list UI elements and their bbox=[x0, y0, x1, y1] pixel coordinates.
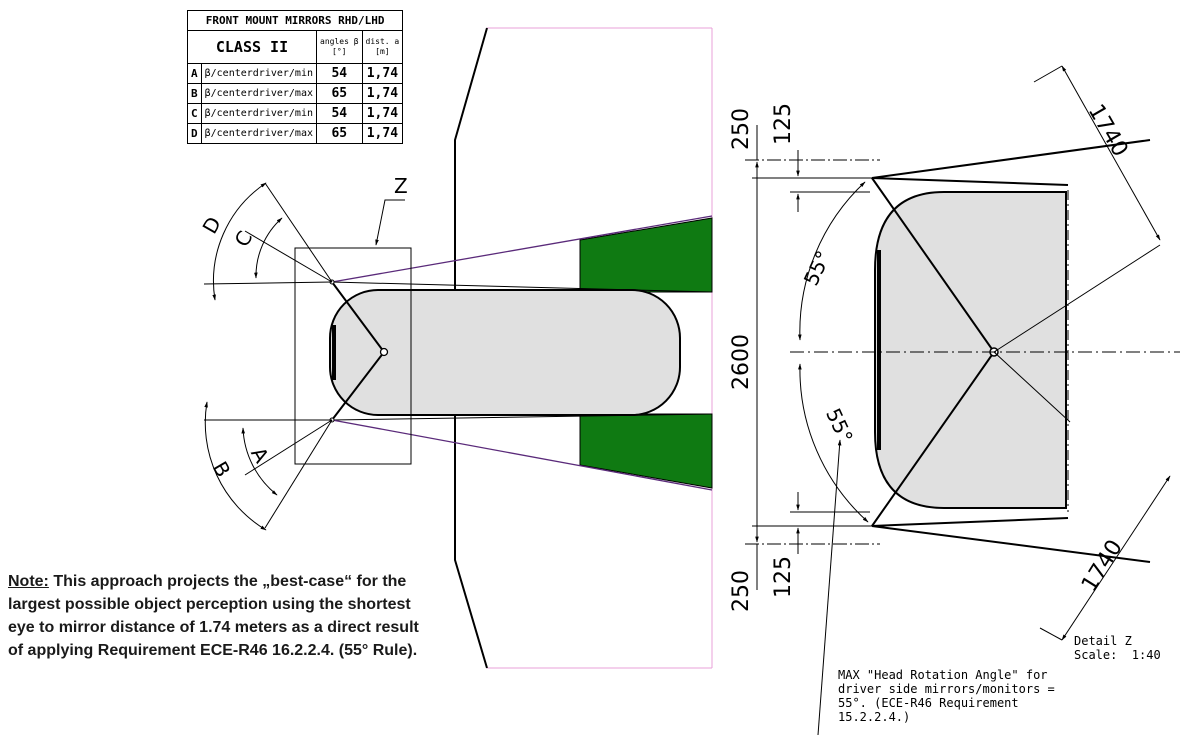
class-label: CLASS II bbox=[187, 30, 317, 64]
dim-top-125: 125 bbox=[771, 103, 796, 145]
dim-2600: 2600 bbox=[729, 334, 754, 390]
note-heading: Note: bbox=[8, 573, 49, 590]
detail-z-frame bbox=[294, 247, 412, 465]
mirror-head-bottom bbox=[579, 413, 713, 489]
dim-1740-top: 1740 bbox=[1083, 100, 1133, 161]
dim-1740-bottom: 1740 bbox=[1077, 536, 1128, 597]
dim-top-250: 250 bbox=[729, 108, 754, 150]
table-title: FRONT MOUNT MIRRORS RHD/LHD bbox=[186, 10, 404, 31]
driver-body-detail bbox=[874, 191, 1067, 509]
mirror-head-top bbox=[579, 217, 713, 293]
dim-bottom-250: 250 bbox=[729, 570, 754, 612]
label-d: D bbox=[198, 213, 226, 238]
detail-scale: Detail Z Scale: 1:40 bbox=[1074, 634, 1161, 662]
col-angle-header: angles β[°] bbox=[316, 30, 363, 64]
note-text: This approach projects the „best-case“ f… bbox=[8, 573, 419, 659]
mirror-class-table: FRONT MOUNT MIRRORS RHD/LHD CLASS II ang… bbox=[186, 10, 404, 144]
label-a: A bbox=[246, 443, 274, 467]
col-dist-header: dist. a[m] bbox=[361, 30, 404, 64]
label-b: B bbox=[208, 457, 236, 481]
driver-body bbox=[329, 289, 681, 416]
head-rotation-note: MAX "Head Rotation Angle" for driver sid… bbox=[838, 668, 1055, 724]
dim-bottom-125: 125 bbox=[771, 556, 796, 598]
note-paragraph: Note: This approach projects the „best-c… bbox=[8, 570, 428, 662]
windshield-outline bbox=[487, 27, 713, 669]
label-c: C bbox=[230, 227, 258, 251]
label-z: Z bbox=[394, 174, 408, 198]
angle-top-label: 55° bbox=[799, 247, 836, 289]
